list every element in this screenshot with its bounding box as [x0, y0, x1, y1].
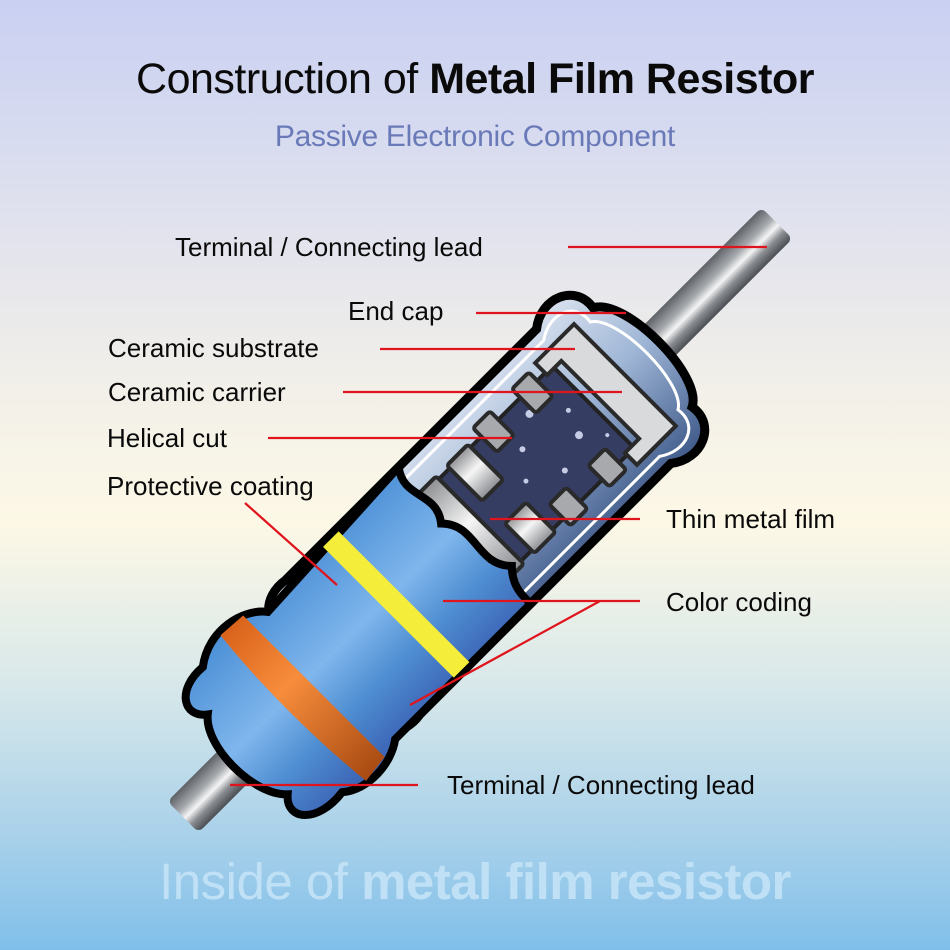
end-cap — [532, 321, 679, 468]
label-protective-coating: Protective coating — [107, 471, 314, 501]
title-regular: Construction of — [136, 55, 430, 103]
leader-protective-coating — [244, 502, 338, 586]
leader-lines — [230, 245, 767, 787]
label-helical-cut: Helical cut — [107, 423, 227, 453]
footer-regular: Inside of — [159, 853, 362, 910]
title-bold: Metal Film Resistor — [429, 55, 814, 103]
label-end-cap: End cap — [348, 296, 444, 326]
protective-coating — [181, 457, 534, 820]
resistor-body — [169, 209, 791, 831]
label-terminal-bottom: Terminal / Connecting lead — [447, 770, 755, 800]
label-color-coding: Color coding — [666, 587, 812, 617]
page-subtitle: Passive Electronic Component — [274, 120, 676, 153]
label-terminal-top: Terminal / Connecting lead — [175, 232, 483, 262]
yellow-band — [323, 531, 470, 678]
orange-band — [220, 615, 385, 781]
footer-bold: metal film resistor — [361, 853, 791, 910]
leader-color-coding-orange — [409, 600, 601, 706]
footer-caption: Inside of metal film resistor — [0, 852, 950, 911]
label-ceramic-carrier: Ceramic carrier — [108, 377, 286, 407]
label-thin-metal-film: Thin metal film — [666, 504, 836, 534]
page-title: Construction of Metal Film Resistor — [0, 55, 950, 104]
label-ceramic-substrate: Ceramic substrate — [108, 333, 319, 363]
